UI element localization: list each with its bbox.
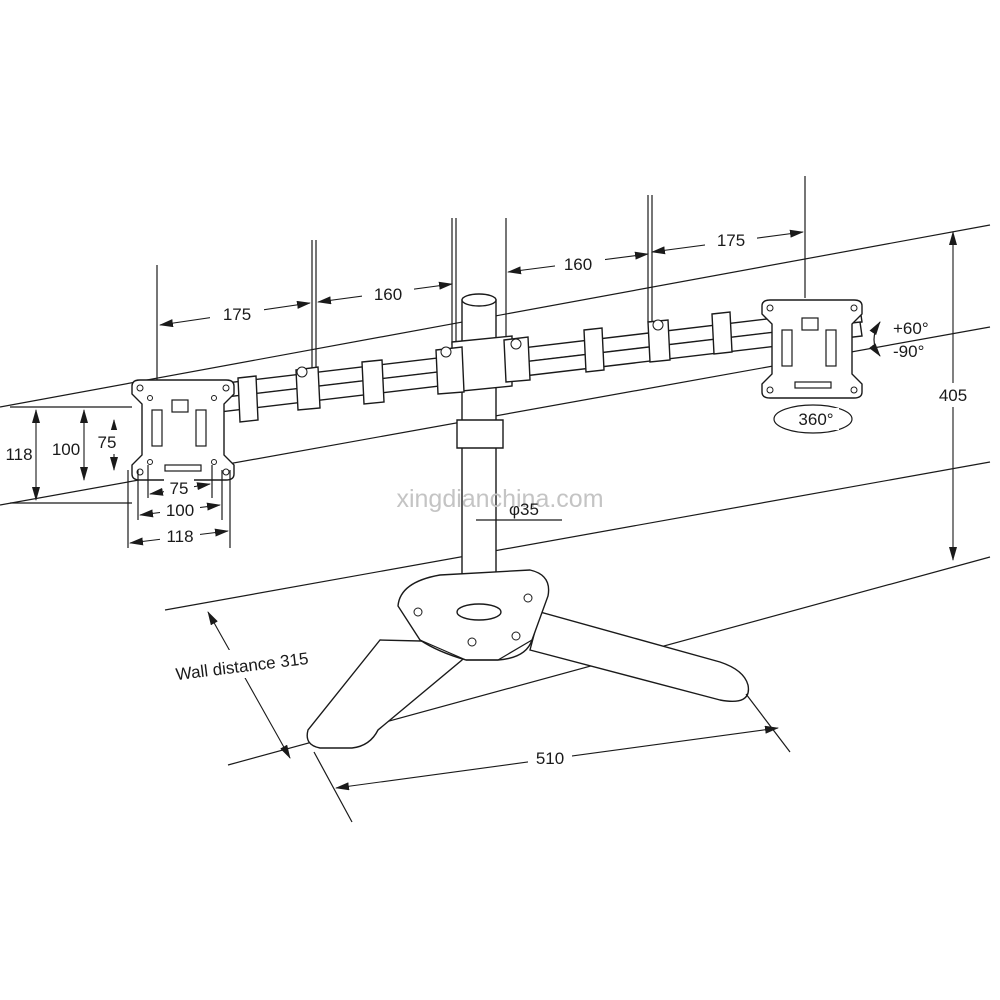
vesa-plate-left (131, 379, 235, 481)
label-vesa-h-100: 100 (166, 501, 194, 520)
arm-dimensions (159, 228, 804, 328)
label-arm-right-inner: 160 (564, 255, 592, 274)
vesa-plate-right (761, 299, 863, 399)
label-vesa-v-100: 100 (52, 440, 80, 459)
label-tilt-down: -90° (893, 342, 924, 361)
height-dimension (932, 231, 974, 561)
rotation-indicators (773, 321, 881, 434)
label-arm-left-outer: 175 (223, 305, 251, 324)
swivel-ring (773, 404, 853, 434)
label-arm-left-inner: 160 (374, 285, 402, 304)
label-vesa-h-75: 75 (170, 479, 189, 498)
wall-distance-dim (174, 611, 310, 759)
label-tilt-up: +60° (893, 319, 929, 338)
vesa-dimensions (3, 406, 231, 548)
label-height: 405 (939, 386, 967, 405)
label-swivel: 360° (798, 410, 833, 429)
label-arm-right-outer: 175 (717, 231, 745, 250)
label-vesa-h-118: 118 (166, 527, 193, 546)
label-base-width: 510 (536, 749, 564, 768)
label-vesa-v-118: 118 (5, 445, 32, 464)
arms (149, 307, 863, 423)
label-pole-diameter: φ35 (509, 500, 539, 519)
label-vesa-v-75: 75 (98, 433, 117, 452)
watermark: xingdianchina.com (396, 485, 603, 513)
base-width-dim (313, 693, 791, 823)
extension-lines (156, 176, 806, 390)
base (306, 569, 750, 749)
